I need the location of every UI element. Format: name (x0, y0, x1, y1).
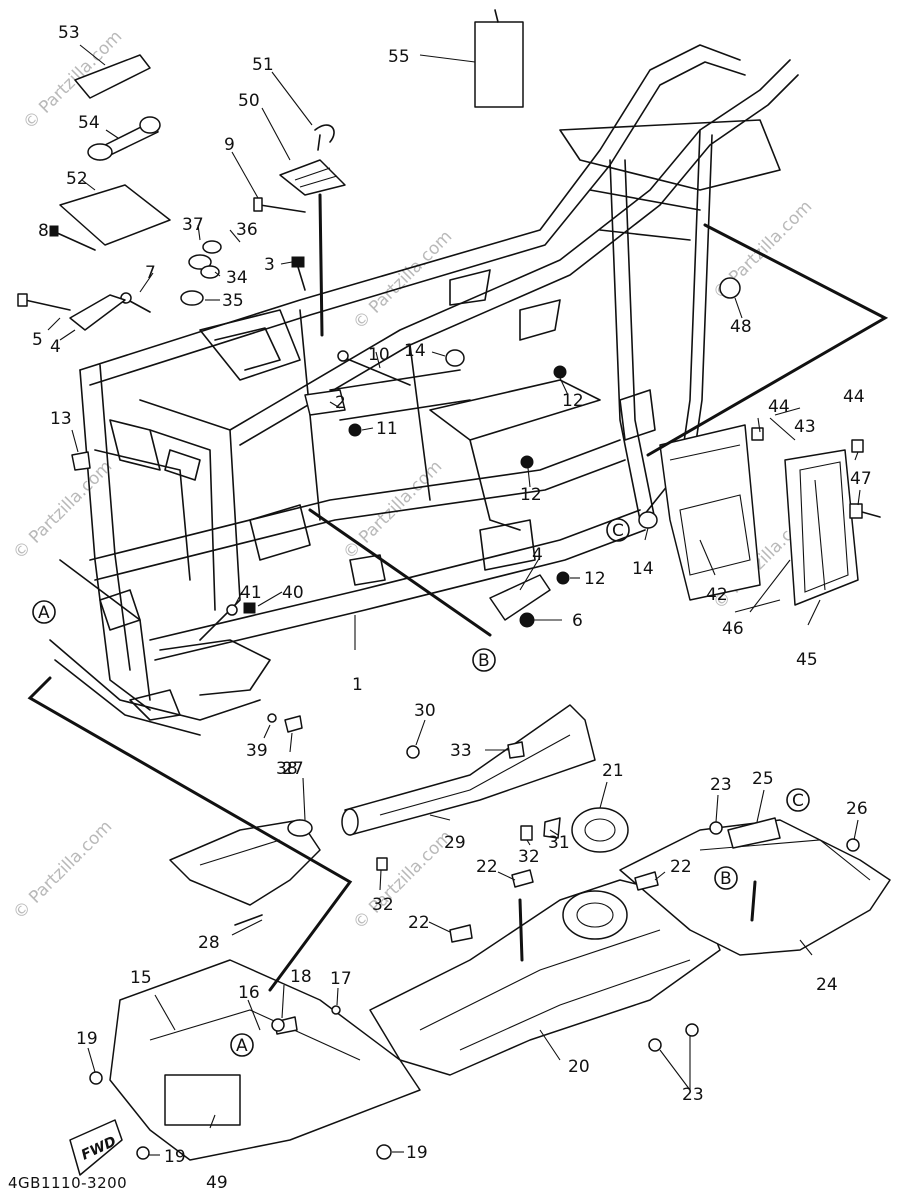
callout-19-b: 19 (164, 1147, 186, 1167)
callout-21: 21 (602, 761, 624, 781)
reference-lines (27, 193, 889, 992)
callout-38: 38 (276, 759, 298, 779)
callout-1: 1 (352, 675, 363, 695)
callout-55: 55 (388, 47, 410, 67)
callout-49: 49 (206, 1173, 228, 1193)
callout-13: 13 (50, 409, 72, 429)
callout-50: 50 (238, 91, 260, 111)
callout-32-left: 32 (372, 895, 394, 915)
callout-42: 42 (706, 585, 728, 605)
watermark: © Partzilla.com (9, 817, 116, 924)
battery-box-parts (638, 407, 881, 606)
callout-24: 24 (816, 975, 838, 995)
callout-52: 52 (66, 169, 88, 189)
callout-27: 27 (282, 759, 304, 779)
callout-44-a: 44 (768, 397, 790, 417)
ref-circle-a-2: A (236, 1036, 248, 1056)
callout-20: 20 (568, 1057, 590, 1077)
callout-30: 30 (414, 701, 436, 721)
callout-7: 7 (145, 263, 156, 283)
callout-45: 45 (796, 650, 818, 670)
watermark: © Partzilla.com (9, 457, 116, 564)
main-frame (49, 44, 799, 736)
callout-47: 47 (850, 469, 872, 489)
callout-23-top: 23 (710, 775, 732, 795)
ref-circle-c: C (612, 521, 624, 541)
callout-33: 33 (450, 741, 472, 761)
callout-5: 5 (32, 330, 43, 350)
callout-6: 6 (572, 611, 583, 631)
callout-18: 18 (290, 967, 312, 987)
callout-35: 35 (222, 291, 244, 311)
callout-54: 54 (78, 113, 100, 133)
callout-4-right: 4 (532, 545, 543, 565)
leader-lines (47, 44, 861, 1156)
ref-circle-b-2: B (720, 869, 732, 889)
callout-26: 26 (846, 799, 868, 819)
callout-12-a: 12 (562, 391, 584, 411)
callout-36: 36 (236, 220, 258, 240)
callout-labels: 53 54 52 8 5 4 7 9 50 51 55 37 36 34 35 … (8, 23, 872, 1193)
ref-circle-c-2: C (792, 791, 804, 811)
callout-48: 48 (730, 317, 752, 337)
callout-12-b: 12 (520, 485, 542, 505)
callout-22-c: 22 (408, 913, 430, 933)
callout-51: 51 (252, 55, 274, 75)
watermark: © Partzilla.com (349, 827, 456, 934)
callout-17: 17 (330, 969, 352, 989)
small-parts (17, 9, 741, 733)
callout-29: 29 (444, 833, 466, 853)
callout-43: 43 (794, 417, 816, 437)
callout-19-c: 19 (406, 1143, 428, 1163)
callout-19-a: 19 (76, 1029, 98, 1049)
diagram-code: 4GB1110-3200 (8, 1174, 127, 1192)
callout-4-left: 4 (50, 337, 61, 357)
callout-8: 8 (38, 221, 49, 241)
callout-9: 9 (224, 135, 235, 155)
callout-16: 16 (238, 983, 260, 1003)
callout-44-b: 44 (843, 387, 865, 407)
ref-circle-a: A (38, 603, 50, 623)
callout-32-right: 32 (518, 847, 540, 867)
callout-37: 37 (182, 215, 204, 235)
callout-40: 40 (282, 583, 304, 603)
callout-25: 25 (752, 769, 774, 789)
callout-14-top: 14 (404, 341, 426, 361)
guard-parts (169, 704, 629, 926)
callout-41: 41 (240, 583, 262, 603)
callout-22-a: 22 (476, 857, 498, 877)
watermark: © Partzilla.com (339, 457, 446, 564)
callout-11: 11 (376, 419, 398, 439)
callout-31: 31 (548, 833, 570, 853)
callout-28: 28 (198, 933, 220, 953)
callout-22-b: 22 (670, 857, 692, 877)
callout-2: 2 (335, 393, 346, 413)
callout-23-bottom: 23 (682, 1085, 704, 1105)
callout-46: 46 (722, 619, 744, 639)
callout-3: 3 (264, 255, 275, 275)
ref-circle-b: B (478, 651, 490, 671)
callout-39: 39 (246, 741, 268, 761)
callout-53: 53 (58, 23, 80, 43)
callout-15: 15 (130, 968, 152, 988)
callout-34: 34 (226, 268, 248, 288)
callout-14-right: 14 (632, 559, 654, 579)
watermark: © Partzilla.com (349, 227, 456, 334)
reference-circles: A B C C B A (32, 518, 810, 1057)
callout-10: 10 (368, 345, 390, 365)
callout-12-c: 12 (584, 569, 606, 589)
